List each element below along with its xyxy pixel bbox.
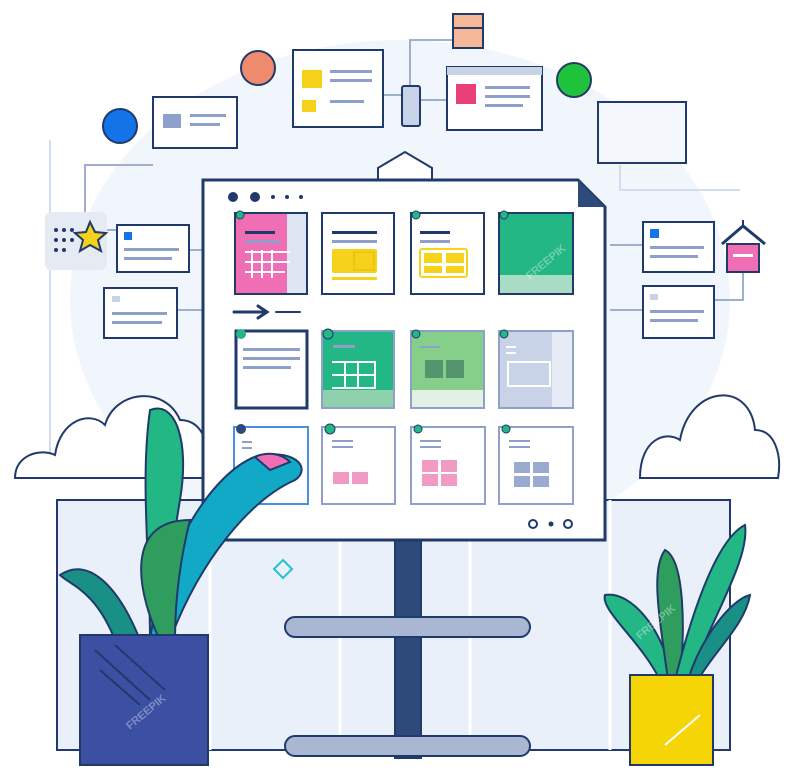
far-right-blank-card	[597, 101, 687, 164]
right-plant	[603, 523, 752, 681]
card-pink-blueprint	[234, 210, 308, 295]
small-orange-box	[452, 13, 484, 49]
window-dot	[299, 195, 303, 199]
window-dot	[250, 192, 260, 202]
dashboard-board	[201, 178, 607, 542]
card-yellow-grid	[410, 210, 485, 295]
stand-lower-bar	[284, 735, 531, 757]
stand-upper-bar	[284, 616, 531, 638]
top-left-card	[152, 96, 238, 149]
connector-block	[401, 85, 421, 127]
left-card-1	[116, 224, 190, 273]
card-text-lines	[234, 329, 309, 410]
star-icon	[72, 219, 109, 254]
window-dot	[271, 195, 275, 199]
pagination-dots	[528, 519, 573, 529]
card-pink-grid	[410, 424, 486, 505]
card-green	[498, 210, 574, 295]
right-pot	[629, 674, 714, 766]
left-plant	[58, 407, 303, 641]
card-light-green-pattern	[410, 329, 485, 409]
star-tile	[45, 212, 109, 270]
left-pot	[79, 634, 209, 766]
right-card-1	[642, 221, 715, 273]
arrow-icon	[232, 304, 301, 320]
board-hanger	[377, 150, 433, 180]
blue-circle-node	[102, 108, 138, 144]
diamond-icon	[272, 558, 294, 580]
card-yellow-layout	[321, 212, 395, 295]
card-slate	[498, 329, 574, 409]
window-dot	[228, 192, 238, 202]
stand-post	[394, 537, 422, 759]
top-center-card	[292, 49, 384, 128]
card-slate-grid	[498, 424, 574, 505]
top-right-card	[446, 66, 543, 131]
right-cloud	[638, 394, 781, 479]
right-card-2	[642, 285, 715, 339]
green-circle-node	[556, 62, 592, 98]
left-card-2	[103, 287, 178, 339]
window-dot	[285, 195, 289, 199]
card-pink-pair	[321, 423, 396, 505]
connector-lines	[49, 39, 744, 470]
orange-circle-node	[240, 50, 276, 86]
card-green-blueprint	[321, 328, 395, 409]
house-icon	[721, 220, 766, 273]
